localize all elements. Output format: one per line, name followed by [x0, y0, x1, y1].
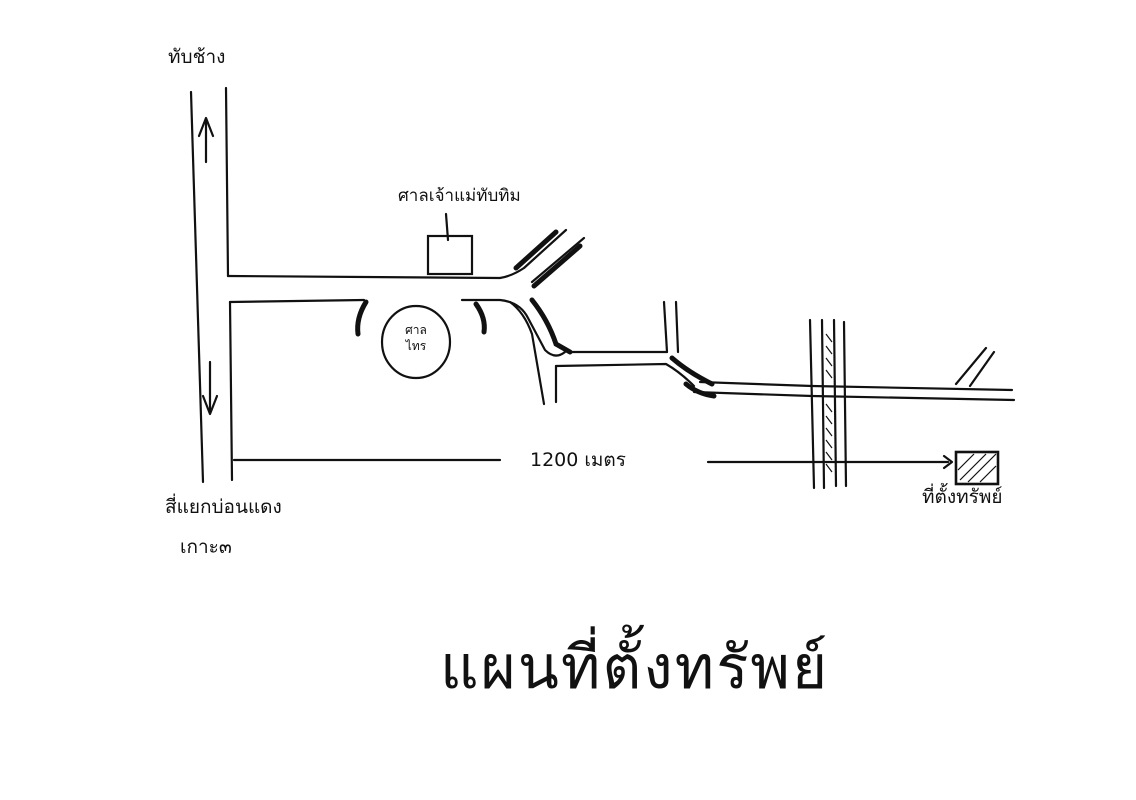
cross-street	[808, 318, 848, 490]
south-direction-label: สี่แยกบ่อนแดง	[165, 496, 282, 518]
roundabout-label: ศาล ไทร	[392, 322, 440, 354]
property-location-icon	[954, 450, 1000, 486]
distance-label: 1200 เมตร	[530, 449, 626, 471]
distance-indicator	[232, 454, 954, 470]
median-hatching	[825, 333, 833, 473]
side-road	[226, 228, 1016, 406]
destination-label: ที่ตั้งทรัพย์	[922, 486, 1003, 508]
roundabout-label-line2: ไทร	[405, 339, 427, 353]
main-vertical-road	[189, 86, 234, 484]
shrine-label: ศาลเจ้าแม่ทับทิม	[398, 186, 521, 206]
roundabout-label-line1: ศาล	[405, 323, 427, 337]
north-direction-label: ทับช้าง	[168, 46, 226, 68]
south-direction-sublabel: เกาะ๓	[180, 536, 232, 558]
roundabout-icon	[355, 299, 487, 380]
south-arrow-icon	[201, 360, 219, 416]
right-branch-road	[954, 346, 996, 388]
north-arrow-icon	[197, 116, 215, 164]
map-title: แผนที่ตั้งทรัพย์	[440, 633, 830, 703]
shrine-building-icon	[426, 212, 474, 276]
